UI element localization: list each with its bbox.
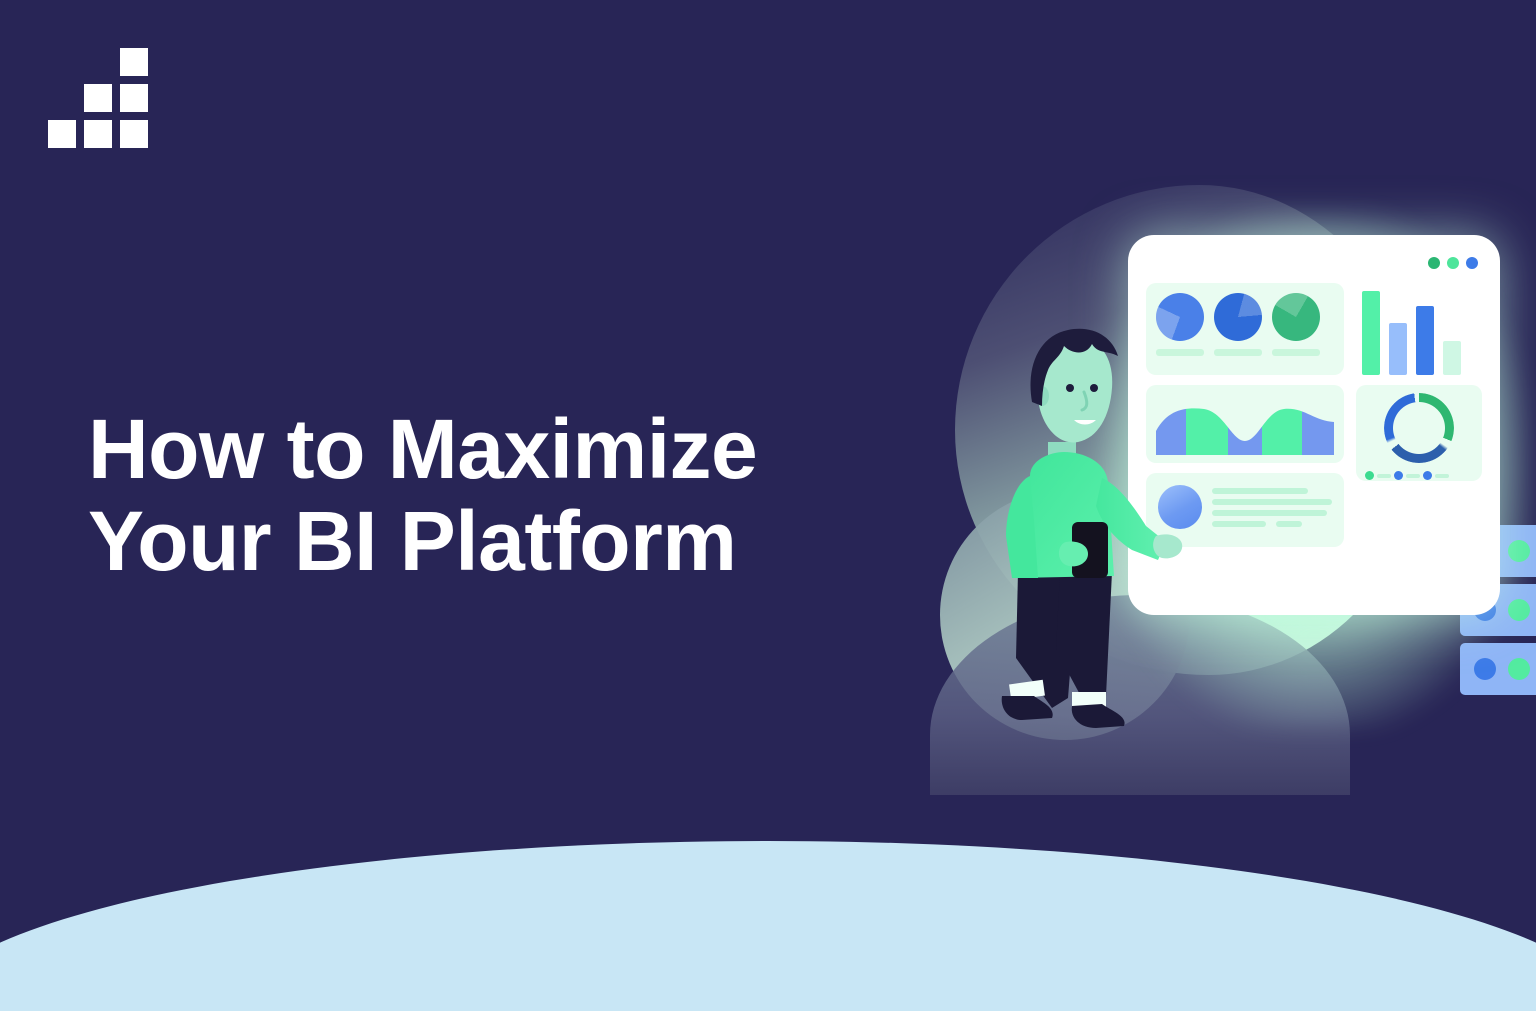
donut-legend <box>1356 463 1482 480</box>
character-eye-right <box>1090 384 1098 392</box>
character-head <box>1038 337 1113 443</box>
legend-dot-3-icon <box>1423 471 1432 480</box>
bottom-wave-band <box>0 841 1536 1011</box>
pie-row <box>1146 283 1344 341</box>
character-arm-right <box>1096 478 1166 560</box>
character-nose <box>1080 390 1089 412</box>
character-mouth <box>1074 420 1096 425</box>
pie-chart-a <box>1156 293 1204 341</box>
page-title: How to Maximize Your BI Platform <box>88 402 908 588</box>
avatar <box>1158 485 1202 529</box>
character-shoe-left <box>1001 696 1053 720</box>
character-sleeve-left <box>1006 476 1038 578</box>
server-status-green-icon <box>1508 540 1530 562</box>
legend-line-3 <box>1435 473 1449 478</box>
text-line-1 <box>1212 488 1308 494</box>
character-front-leg <box>1056 572 1112 702</box>
logo-square-6 <box>120 120 148 148</box>
bar-2 <box>1389 323 1407 375</box>
pie-chart-b <box>1214 293 1262 341</box>
page-title-line-1: How to Maximize <box>88 402 758 496</box>
character-hair <box>1030 328 1118 406</box>
bar-4 <box>1443 341 1461 375</box>
logo-square-5 <box>120 84 148 112</box>
logo-square-1 <box>48 120 76 148</box>
profile-info-inner <box>1146 473 1344 541</box>
page-title-line-2: Your BI Platform <box>88 493 737 588</box>
bar-chart-panel <box>1356 283 1482 375</box>
area-chart-panel <box>1146 385 1344 463</box>
pie-label-a <box>1156 349 1204 356</box>
pie-chart-c <box>1272 293 1320 341</box>
character-hand-holding <box>1058 541 1088 567</box>
logo-square-2 <box>84 84 112 112</box>
staircase-logo[interactable] <box>48 48 152 152</box>
text-line-4b <box>1276 521 1303 527</box>
character-eye-left <box>1066 384 1074 392</box>
character-sock-left <box>1009 679 1045 701</box>
window-dot-green-icon[interactable] <box>1428 257 1440 269</box>
legend-dot-1-icon <box>1365 471 1374 480</box>
character-shoe-right <box>1071 704 1125 728</box>
character-hand-pointing <box>1153 534 1183 559</box>
bar-1 <box>1362 291 1380 375</box>
text-line-4-group <box>1212 521 1332 527</box>
legend-dot-2-icon <box>1394 471 1403 480</box>
dashboard-window <box>1128 235 1500 615</box>
bar-3 <box>1416 306 1434 375</box>
window-dot-blue-icon[interactable] <box>1466 257 1478 269</box>
character-illustration <box>1001 328 1183 728</box>
pie-metrics-panel <box>1146 283 1344 375</box>
server-status-blue-icon <box>1474 658 1496 680</box>
window-controls <box>1428 257 1478 269</box>
legend-line-1 <box>1377 473 1391 478</box>
pie-label-b <box>1214 349 1262 356</box>
window-dot-mint-icon[interactable] <box>1447 257 1459 269</box>
donut-chart <box>1384 393 1454 463</box>
profile-text-lines <box>1212 485 1332 529</box>
logo-square-3 <box>84 120 112 148</box>
area-chart <box>1156 408 1334 455</box>
server-status-green-icon <box>1508 658 1530 680</box>
text-line-2 <box>1212 499 1332 505</box>
server-status-green-icon <box>1508 599 1530 621</box>
pie-label-c <box>1272 349 1320 356</box>
character-sock-right <box>1072 692 1106 708</box>
bi-dashboard-illustration <box>900 140 1536 820</box>
text-line-3 <box>1212 510 1328 516</box>
profile-info-panel <box>1146 473 1344 547</box>
logo-square-4 <box>120 48 148 76</box>
donut-ring <box>1384 393 1454 463</box>
server-unit <box>1460 643 1536 695</box>
donut-chart-panel <box>1356 385 1482 481</box>
text-line-4a <box>1212 521 1266 527</box>
pie-label-row <box>1146 341 1344 356</box>
legend-line-2 <box>1406 473 1420 478</box>
bar-chart <box>1356 283 1482 375</box>
